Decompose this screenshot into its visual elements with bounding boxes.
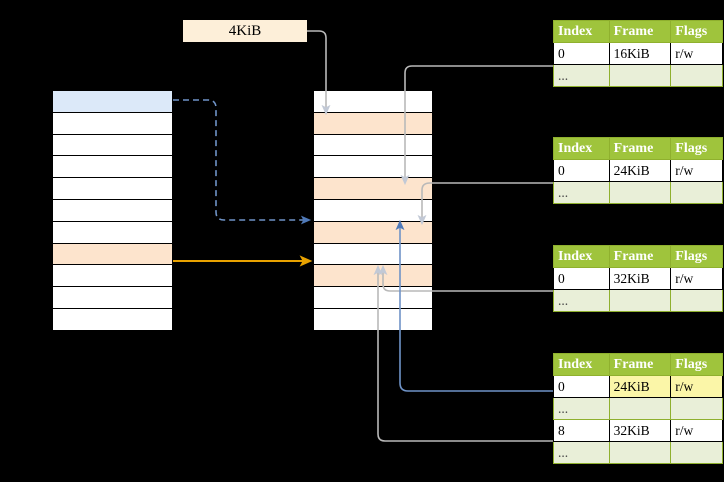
virtual-memory-row [52,308,173,331]
column-header-frame: Frame [608,137,672,160]
physical-memory-column [313,90,433,331]
cell-index: 8 [553,419,610,442]
cell-index: 0 [553,267,610,290]
cell-frame [608,289,672,312]
virtual-memory-row [52,155,173,179]
column-header-frame: Frame [608,20,672,43]
virtual-memory-row [52,133,173,157]
physical-memory-row [313,264,433,288]
cell-flags [670,289,723,312]
table-ellipsis-row: ... [553,441,723,464]
cell-index: ... [553,64,610,87]
virtual-memory-row [52,220,173,244]
table-ellipsis-row: ... [553,397,723,420]
table-ellipsis-row: ... [553,64,723,87]
cell-flags: r/w [670,375,723,398]
cell-frame: 24KiB [608,159,672,182]
wire-table1-to-memory [417,182,553,226]
column-header-index: Index [553,20,610,43]
cell-frame: 32KiB [608,267,672,290]
cell-flags [670,181,723,204]
column-header-frame: Frame [608,353,672,376]
physical-memory-row [313,199,433,222]
cell-flags: r/w [670,419,723,442]
cell-frame [608,64,672,87]
physical-memory-row [313,220,433,244]
cell-frame [608,181,672,204]
cell-frame: 24KiB [608,375,672,398]
column-header-flags: Flags [670,353,723,376]
virtual-memory-row [52,177,173,200]
cell-index: 0 [553,42,610,65]
cell-flags [670,397,723,420]
cell-index: ... [553,441,610,464]
cell-flags [670,64,723,87]
column-header-flags: Flags [670,20,723,43]
physical-memory-row [313,242,433,266]
cell-flags: r/w [670,42,723,65]
physical-memory-row [313,286,433,309]
column-header-index: Index [553,245,610,268]
size-label-4kib: 4KiB [183,20,307,42]
cell-index: ... [553,397,610,420]
cell-flags [670,441,723,464]
column-header-index: Index [553,137,610,160]
physical-memory-row [313,90,433,113]
physical-memory-row [313,155,433,179]
cell-frame: 16KiB [608,42,672,65]
cell-frame [608,397,672,420]
cell-frame: 32KiB [608,419,672,442]
virtual-memory-row [52,90,173,113]
column-header-flags: Flags [670,137,723,160]
virtual-memory-row [52,286,173,309]
column-header-flags: Flags [670,245,723,268]
virtual-address-space-column [52,90,173,331]
cell-index: 0 [553,159,610,182]
virtual-memory-row [52,199,173,222]
cell-flags: r/w [670,159,723,182]
cell-index: ... [553,181,610,204]
physical-memory-row [313,177,433,200]
table-ellipsis-row: ... [553,289,723,312]
virtual-memory-row [52,264,173,288]
virtual-memory-row [52,242,173,266]
virtual-memory-row [52,111,173,135]
physical-memory-row [313,111,433,135]
cell-frame [608,441,672,464]
cell-flags: r/w [670,267,723,290]
column-header-index: Index [553,353,610,376]
wire-virtual-to-physical [173,99,312,225]
cell-index: ... [553,289,610,312]
column-header-frame: Frame [608,245,672,268]
physical-memory-row [313,308,433,331]
table-ellipsis-row: ... [553,181,723,204]
physical-memory-row [313,133,433,157]
cell-index: 0 [553,375,610,398]
